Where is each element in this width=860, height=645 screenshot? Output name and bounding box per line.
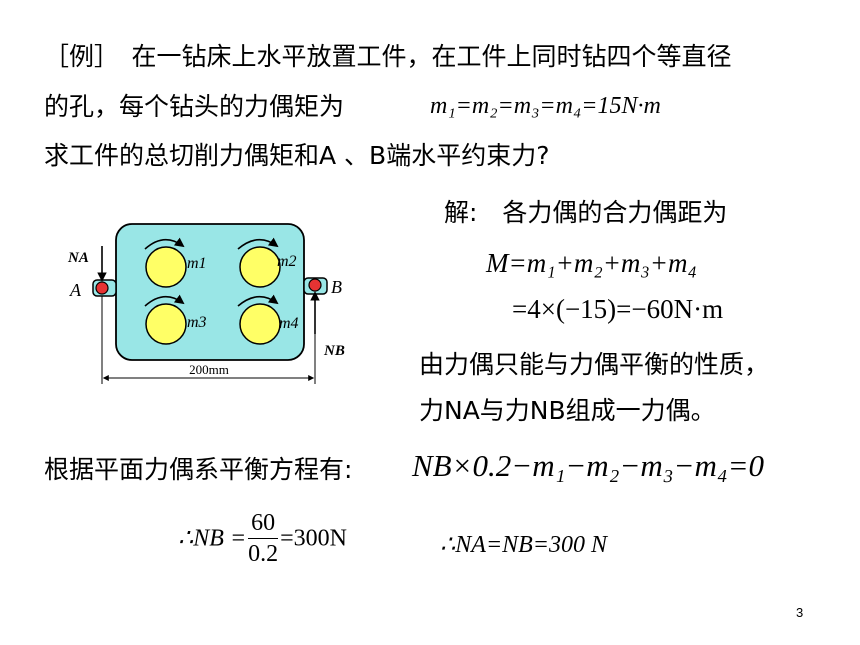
drill-hole-4 <box>239 303 281 345</box>
label-m2: m2 <box>277 253 297 270</box>
solution-heading: 解: 各力偶的合力偶距为 <box>444 198 728 227</box>
label-a: A <box>69 280 82 300</box>
pin-a <box>95 281 109 295</box>
pin-b <box>308 278 322 292</box>
moment-arrow-4 <box>237 294 279 307</box>
result-na: ∴NA=NB=300 N <box>440 532 608 558</box>
label-m1: m1 <box>187 255 207 272</box>
label-na: NA <box>67 250 89 266</box>
property-line-1: 由力偶只能与力偶平衡的性质， <box>419 350 770 379</box>
dimension-label: 200mm <box>189 362 229 377</box>
fraction-denominator: 0.2 <box>248 541 279 567</box>
label-b: B <box>331 277 342 297</box>
property-line-2: 力NA与力NB组成一力偶。 <box>419 396 716 425</box>
sum-equation: M=m₁+m₂+m₃+m₄ <box>486 248 697 278</box>
sum-value: =4×(−15)=−60N·m <box>512 294 724 324</box>
drill-workpiece-figure: m1 m2 m3 m4 NA A B NB 200mm <box>67 223 345 384</box>
drill-hole-2 <box>239 246 281 288</box>
label-m4: m4 <box>279 315 299 332</box>
moment-arrow-1 <box>144 237 185 250</box>
moment-arrow-2 <box>237 237 279 250</box>
label-m3: m3 <box>187 314 207 331</box>
problem-line-1: ［例］ 在一钻床上水平放置工件，在工件上同时钻四个等直径 <box>44 42 732 71</box>
result-nb-value: =300N <box>280 525 348 552</box>
drill-hole-3 <box>145 303 187 345</box>
fraction-numerator: 60 <box>248 508 279 539</box>
drill-hole-1 <box>145 246 187 288</box>
problem-line-2: 的孔，每个钻头的力偶矩为 <box>44 92 345 121</box>
problem-line-3: 求工件的总切削力偶矩和A 、B端水平约束力? <box>44 141 550 170</box>
given-moment-equation: m₁=m₂=m₃=m₄=15N·m <box>430 93 661 119</box>
result-nb-prefix: ∴NB = <box>178 525 247 552</box>
equilibrium-equation: NB×0.2−m₁−m₂−m₃−m₄=0 <box>412 448 765 483</box>
page-number: 3 <box>796 605 804 620</box>
label-nb: NB <box>323 343 345 359</box>
moment-arrow-3 <box>144 294 185 307</box>
equilibrium-label: 根据平面力偶系平衡方程有: <box>44 455 353 484</box>
